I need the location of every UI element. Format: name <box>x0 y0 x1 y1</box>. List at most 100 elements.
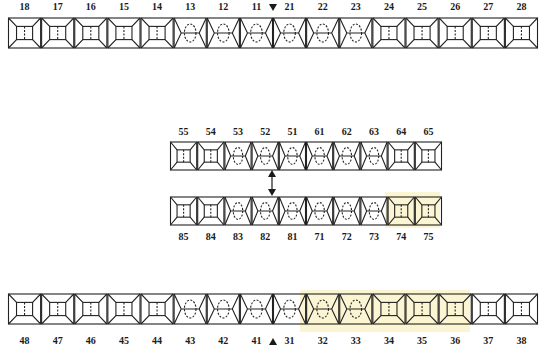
incisal-edge <box>225 142 251 170</box>
fissure-line <box>24 302 25 315</box>
tooth-number: 26 <box>450 2 460 12</box>
fissure-line <box>123 26 124 39</box>
tooth-symbol <box>207 294 239 324</box>
midline-arrow <box>269 338 277 345</box>
surface-line <box>260 203 269 220</box>
surface-line <box>284 24 296 42</box>
occlusal-surface <box>513 26 529 39</box>
tooth-number: 83 <box>233 232 243 242</box>
tooth-number: 53 <box>233 127 243 137</box>
tooth-number: 42 <box>218 336 228 346</box>
tooth-outline <box>279 142 305 170</box>
occlusal-surface <box>447 302 463 315</box>
tooth-symbol <box>388 197 414 225</box>
occlusal-surface <box>480 26 496 39</box>
tooth-symbol <box>361 197 387 225</box>
surface-line <box>439 18 471 48</box>
tooth-symbol <box>108 18 140 48</box>
tooth-rows <box>9 18 538 324</box>
occlusal-surface <box>50 26 66 39</box>
tooth-outline <box>415 142 441 170</box>
tooth-symbol <box>472 294 504 324</box>
occlusal-surface <box>513 302 529 315</box>
tooth-number: 75 <box>423 232 433 242</box>
surface-line <box>184 300 196 318</box>
tooth-number: 18 <box>20 2 30 12</box>
fissure-line <box>428 205 429 217</box>
tooth-symbol <box>75 18 107 48</box>
tooth-symbol <box>505 18 537 48</box>
surface-line <box>218 300 230 318</box>
tooth-outline <box>240 18 272 48</box>
incisal-edge <box>207 18 239 48</box>
surface-line <box>315 148 324 165</box>
tooth-number: 62 <box>342 127 352 137</box>
tooth-symbol <box>198 197 224 225</box>
fissure-line <box>157 26 158 39</box>
occlusal-surface <box>414 302 430 315</box>
surface-line <box>505 18 537 48</box>
surface-line <box>415 197 441 225</box>
incisal-edge <box>274 294 306 324</box>
tooth-outline <box>108 294 140 324</box>
surface-line <box>472 18 504 48</box>
tooth-outline <box>415 197 441 225</box>
tooth-outline <box>388 142 414 170</box>
tooth-symbol <box>406 294 438 324</box>
tooth-number: 46 <box>86 336 96 346</box>
tooth-outline <box>252 142 278 170</box>
surface-line <box>218 24 230 42</box>
fissure-line <box>455 26 456 39</box>
tooth-symbol <box>334 142 360 170</box>
tooth-symbol <box>9 18 41 48</box>
tooth-symbol <box>388 142 414 170</box>
surface-line <box>317 24 329 42</box>
tooth-symbol <box>373 18 405 48</box>
tooth-symbol <box>252 197 278 225</box>
tooth-number: 27 <box>483 2 493 12</box>
incisal-edge <box>274 18 306 48</box>
tooth-number: 32 <box>318 336 328 346</box>
tooth-number: 44 <box>152 336 162 346</box>
tooth-number: 35 <box>417 336 427 346</box>
tooth-number: 74 <box>396 232 406 242</box>
surface-line <box>342 148 351 165</box>
occlusal-surface <box>480 302 496 315</box>
surface-line <box>141 18 173 48</box>
tooth-number: 21 <box>285 2 295 12</box>
tooth-number: 34 <box>384 336 394 346</box>
tooth-number: 65 <box>423 127 433 137</box>
tooth-outline <box>373 18 405 48</box>
fissure-line <box>428 150 429 162</box>
tooth-symbol <box>415 197 441 225</box>
tooth-number: 55 <box>179 127 189 137</box>
surface-line <box>171 197 197 225</box>
surface-line <box>388 197 414 225</box>
surface-line <box>75 294 107 324</box>
tooth-outline <box>252 197 278 225</box>
surface-line <box>406 294 438 324</box>
fissure-line <box>488 302 489 315</box>
fissure-line <box>57 302 58 315</box>
tooth-outline <box>472 18 504 48</box>
surface-line <box>369 203 378 220</box>
tooth-symbol <box>171 197 197 225</box>
surface-line <box>350 24 362 42</box>
fissure-line <box>422 26 423 39</box>
tooth-symbol <box>279 142 305 170</box>
surface-line <box>251 300 263 318</box>
tooth-symbol <box>42 294 74 324</box>
incisal-edge <box>252 142 278 170</box>
surface-line <box>406 18 438 48</box>
tooth-symbol <box>307 142 333 170</box>
tooth-symbol <box>198 142 224 170</box>
tooth-outline <box>472 294 504 324</box>
occlusal-surface <box>177 150 190 162</box>
tooth-symbol <box>75 294 107 324</box>
tooth-symbol <box>505 294 537 324</box>
fissure-line <box>90 26 91 39</box>
occlusal-surface <box>83 26 99 39</box>
tooth-symbol <box>225 142 251 170</box>
tooth-outline <box>361 197 387 225</box>
incisal-edge <box>252 197 278 225</box>
